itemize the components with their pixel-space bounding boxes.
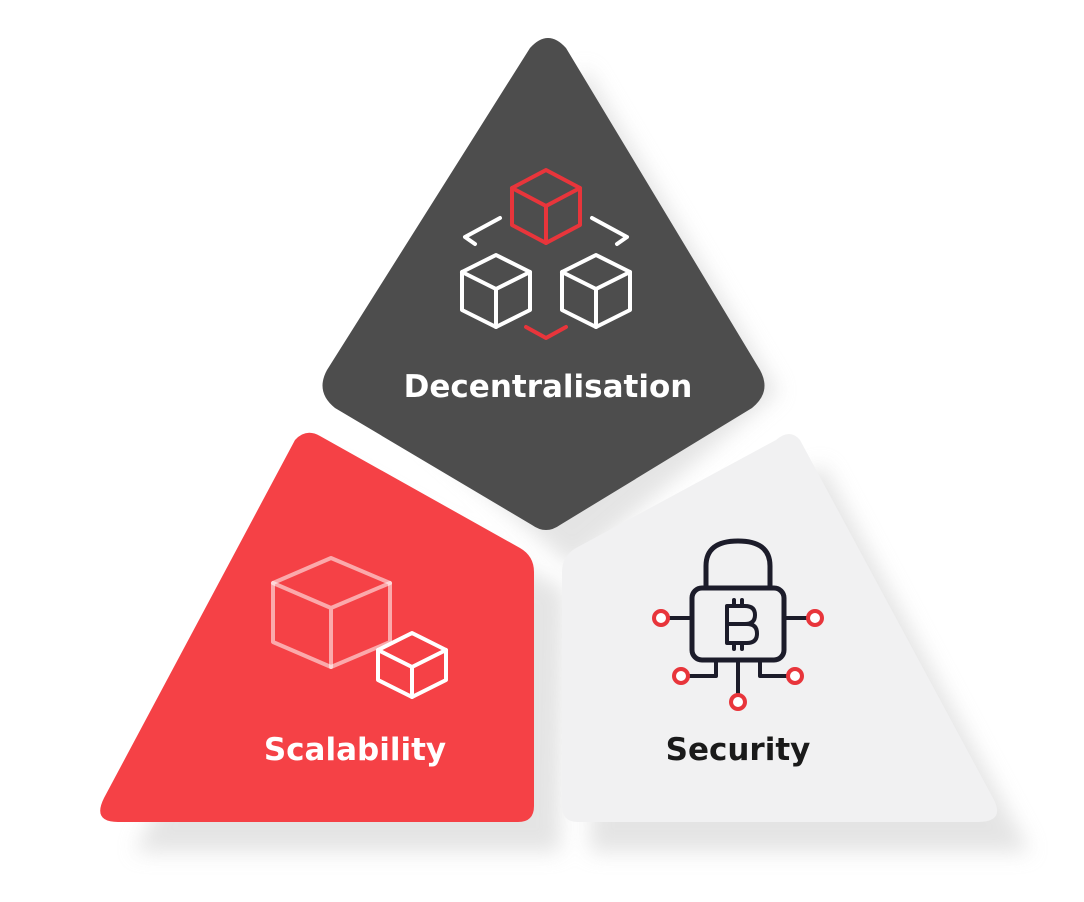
security-shape bbox=[562, 434, 998, 822]
decentralisation-label: Decentralisation bbox=[404, 369, 693, 405]
decentralisation-segment: Decentralisation bbox=[322, 38, 765, 530]
bitcoin-padlock-circuit-icon bbox=[652, 538, 824, 711]
decentralisation-shape bbox=[322, 38, 765, 530]
scalability-label: Scalability bbox=[264, 732, 446, 768]
scaling-blocks-icon bbox=[271, 556, 448, 699]
scalability-shape bbox=[100, 432, 535, 822]
security-label: Security bbox=[666, 732, 811, 768]
scalability-segment: Scalability bbox=[100, 432, 535, 822]
blockchain-blocks-network-icon bbox=[460, 168, 632, 340]
security-segment: Security bbox=[562, 434, 998, 822]
